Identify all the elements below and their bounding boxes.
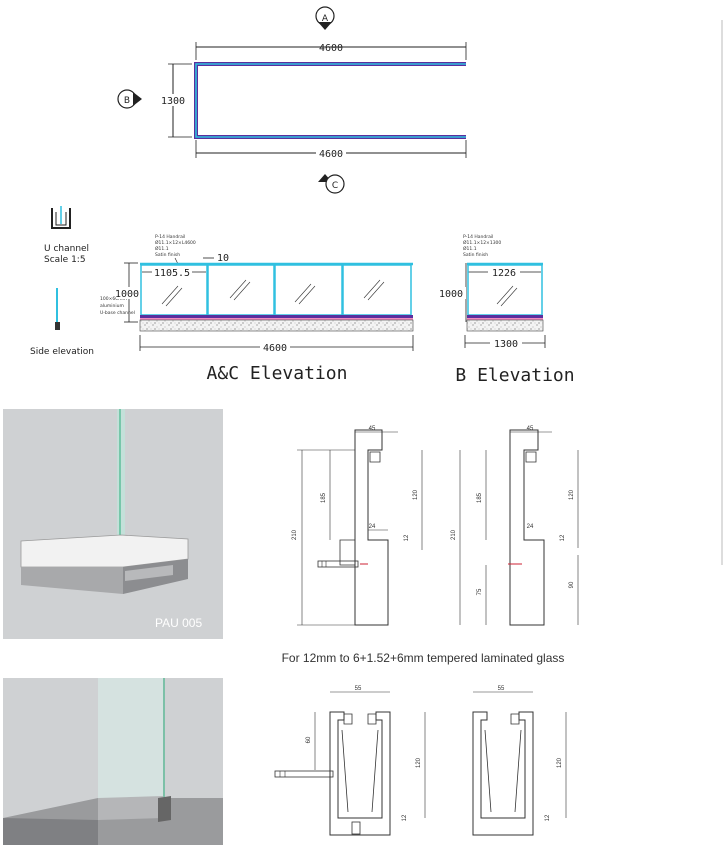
svg-text:24: 24 xyxy=(527,524,534,530)
b-elevation-title: B Elevation xyxy=(455,365,574,386)
svg-text:120: 120 xyxy=(416,757,422,768)
svg-text:Satin finish: Satin finish xyxy=(155,252,180,258)
svg-text:P-14 Handrail: P-14 Handrail xyxy=(463,234,493,240)
svg-text:Ø11.1×12×1300: Ø11.1×12×1300 xyxy=(463,239,501,246)
b-elevation: P-14 Handrail Ø11.1×12×1300 Ø11.1 Satin … xyxy=(438,234,575,386)
view-marker-a: A xyxy=(315,6,335,30)
svg-text:U-base channel: U-base channel xyxy=(100,310,135,316)
svg-text:12: 12 xyxy=(545,814,551,821)
ac-elevation-title: A&C Elevation xyxy=(207,363,348,384)
profile-set-1: 45 210 185 120 24 12 45 210 185 75 xyxy=(292,426,579,626)
svg-text:aluminium: aluminium xyxy=(100,303,124,309)
marker-b-label: B xyxy=(124,96,130,106)
svg-text:24: 24 xyxy=(369,524,376,530)
side-elevation-label: Side elevation xyxy=(30,347,94,357)
svg-text:12: 12 xyxy=(404,534,410,541)
svg-text:185: 185 xyxy=(477,492,483,503)
ac-gap: 10 xyxy=(217,253,229,264)
marker-c-label: C xyxy=(332,181,338,191)
svg-text:55: 55 xyxy=(355,686,362,692)
svg-text:55: 55 xyxy=(498,686,505,692)
b-height: 1000 xyxy=(439,289,463,300)
plan-top-length: 4600 xyxy=(319,43,343,54)
plan-view: A 4600 1300 B 4600 xyxy=(117,6,467,194)
ac-base-channel xyxy=(140,315,413,318)
side-elevation: Side elevation xyxy=(30,288,94,357)
u-channel-label: U channel xyxy=(44,244,89,254)
ac-glass-panels xyxy=(140,264,412,316)
svg-text:120: 120 xyxy=(569,489,575,500)
view-marker-b: B xyxy=(117,89,142,109)
svg-text:60: 60 xyxy=(306,736,312,743)
product-photo-2 xyxy=(3,678,223,845)
ac-elevation: P-14 Handrail Ø11.1×12×L4600 Ø11.1 Satin… xyxy=(100,234,414,384)
svg-text:45: 45 xyxy=(527,426,534,432)
photo-label-pau005: PAU 005 xyxy=(155,616,203,630)
svg-text:12: 12 xyxy=(560,534,566,541)
b-total: 1300 xyxy=(494,339,518,350)
svg-text:45: 45 xyxy=(369,426,376,432)
plan-u-channel xyxy=(194,62,466,139)
svg-text:Ø11.1: Ø11.1 xyxy=(155,245,169,252)
svg-text:120: 120 xyxy=(557,757,563,768)
svg-text:210: 210 xyxy=(451,529,457,540)
profile-2-left: 55 60 120 12 xyxy=(274,686,426,836)
u-channel-detail: U channel Scale 1:5 xyxy=(44,206,89,265)
product-photo-pau005: PAU 005 xyxy=(3,409,223,639)
svg-text:210: 210 xyxy=(292,529,298,540)
plan-bottom-length: 4600 xyxy=(319,149,343,160)
b-floor xyxy=(466,319,544,332)
u-channel-scale: Scale 1:5 xyxy=(44,255,86,265)
svg-text:12: 12 xyxy=(402,814,408,821)
svg-text:120: 120 xyxy=(413,489,419,500)
b-panel-width: 1226 xyxy=(492,268,516,279)
svg-text:P-14 Handrail: P-14 Handrail xyxy=(155,234,185,240)
svg-text:185: 185 xyxy=(321,492,327,503)
svg-text:100×60mm: 100×60mm xyxy=(100,296,127,302)
glass-caption: For 12mm to 6+1.52+6mm tempered laminate… xyxy=(282,651,565,665)
svg-text:Satin finish: Satin finish xyxy=(463,252,488,258)
view-marker-c: C xyxy=(318,174,345,194)
profile-1-left: 45 210 185 120 24 12 xyxy=(292,426,423,626)
profile-1-right: 45 210 185 75 120 24 12 90 xyxy=(451,426,579,626)
profile-2-right: 55 120 12 xyxy=(472,686,567,836)
ac-panel-width: 1105.5 xyxy=(154,268,190,279)
ac-total: 4600 xyxy=(263,343,287,354)
svg-text:75: 75 xyxy=(477,588,483,595)
ac-height: 1000 xyxy=(115,289,139,300)
marker-a-label: A xyxy=(322,14,329,24)
plan-side-width: 1300 xyxy=(161,96,185,107)
profile-set-2: 55 60 120 12 55 120 12 xyxy=(274,686,567,836)
svg-text:90: 90 xyxy=(569,581,575,588)
svg-text:Ø11.1×12×L4600: Ø11.1×12×L4600 xyxy=(155,239,196,246)
ac-floor xyxy=(139,319,414,332)
svg-text:Ø11.1: Ø11.1 xyxy=(463,245,477,252)
